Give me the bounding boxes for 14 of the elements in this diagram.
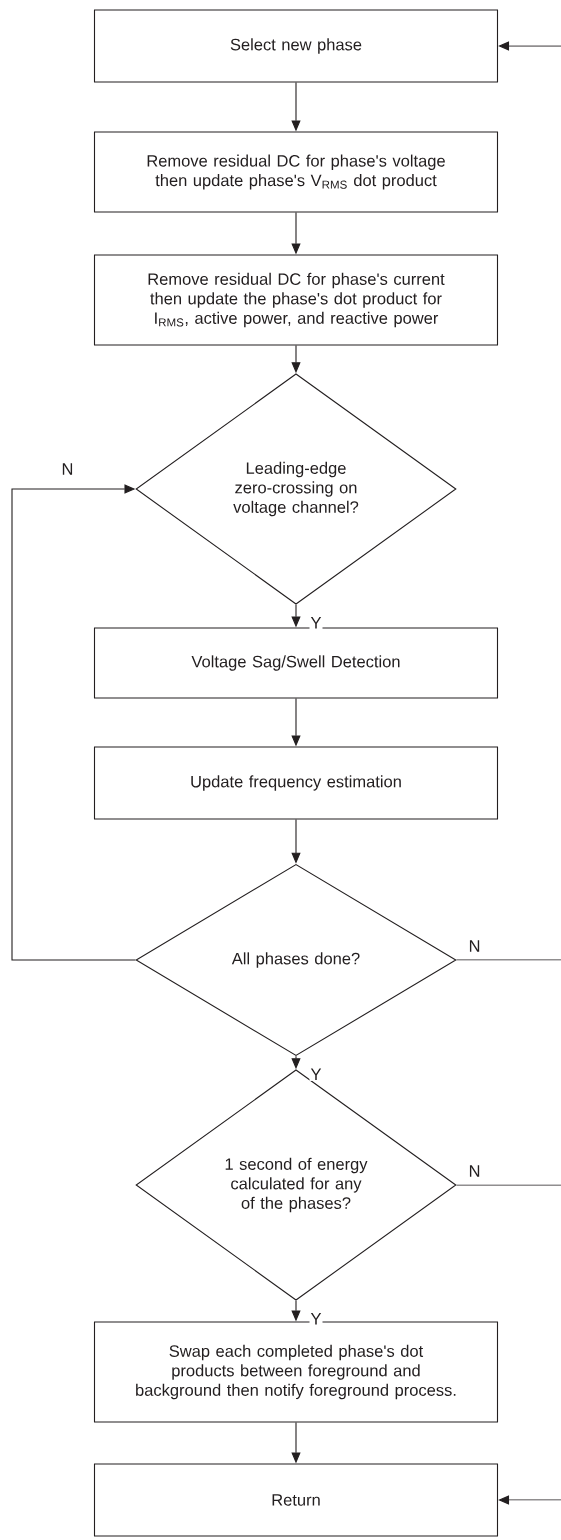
process-box: Remove residual DC for phase's voltage then update phase's V$_{RMS}$ dot product — [93, 131, 499, 213]
edge-label: Y — [309, 1312, 323, 1326]
process-box: Update frequency estimation — [93, 746, 499, 820]
edge-label: N — [467, 939, 482, 953]
edge-label: N — [467, 1164, 482, 1178]
terminal-box: Return — [93, 1463, 499, 1537]
edge-label: Y — [309, 1067, 323, 1081]
edge-label: Y — [309, 616, 323, 630]
terminal-box: Select new phase — [93, 9, 499, 83]
edge-label: N — [60, 462, 75, 476]
arrow — [11, 484, 136, 961]
arrow — [498, 41, 561, 51]
process-box: Remove residual DC for phase's current then update the phase's dot product for I$_{RMS}$, active power, and reactive power — [93, 254, 499, 346]
arrow — [498, 1495, 561, 1505]
